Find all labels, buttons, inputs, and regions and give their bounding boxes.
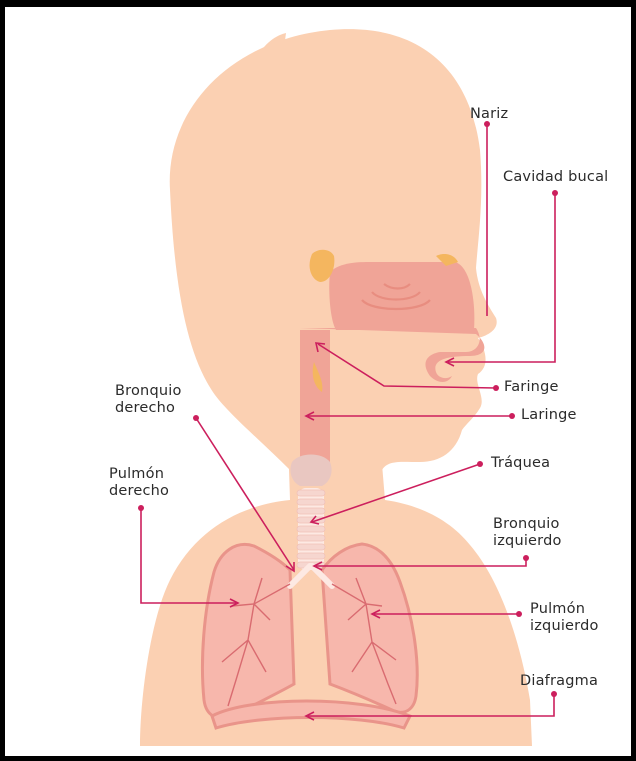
label-traquea: Tráquea [491, 455, 550, 472]
label-faringe: Faringe [504, 379, 559, 396]
trachea-ring [297, 499, 325, 505]
trachea-ring [297, 553, 325, 559]
label-pulmon-derecho-line2: derecho [109, 483, 169, 500]
pharynx [300, 330, 330, 470]
label-traquea-text: Tráquea [491, 455, 550, 472]
callout-nariz [484, 121, 490, 316]
label-bronquio-izquierdo-line2: izquierdo [493, 533, 562, 550]
label-bronquio-izquierdo: Bronquio izquierdo [493, 516, 562, 550]
label-nariz: Nariz [470, 106, 508, 123]
trachea-ring [297, 508, 325, 514]
trachea-ring [297, 490, 325, 496]
label-diafragma: Diafragma [520, 673, 598, 690]
trachea-ring [297, 535, 325, 541]
label-laringe: Laringe [521, 407, 577, 424]
label-bronquio-derecho-line2: derecho [115, 400, 182, 417]
label-cavidad-bucal-text: Cavidad bucal [503, 169, 608, 186]
label-pulmon-derecho-line1: Pulmón [109, 466, 169, 483]
label-laringe-text: Laringe [521, 407, 577, 424]
right-lung [202, 544, 294, 718]
label-bronquio-derecho: Bronquio derecho [115, 383, 182, 417]
label-pulmon-derecho: Pulmón derecho [109, 466, 169, 500]
label-cavidad-bucal: Cavidad bucal [503, 169, 608, 186]
larynx-cartilage [290, 455, 331, 487]
label-pulmon-izquierdo: Pulmón izquierdo [530, 601, 599, 635]
label-pulmon-izquierdo-line2: izquierdo [530, 618, 599, 635]
label-diafragma-text: Diafragma [520, 673, 598, 690]
nasal-cavity [329, 262, 474, 330]
label-bronquio-derecho-line1: Bronquio [115, 383, 182, 400]
trachea-ring [297, 544, 325, 550]
trachea-ring [297, 526, 325, 532]
label-nariz-text: Nariz [470, 106, 508, 123]
label-bronquio-izquierdo-line1: Bronquio [493, 516, 562, 533]
label-faringe-text: Faringe [504, 379, 559, 396]
trachea [297, 488, 325, 570]
label-pulmon-izquierdo-line1: Pulmón [530, 601, 599, 618]
